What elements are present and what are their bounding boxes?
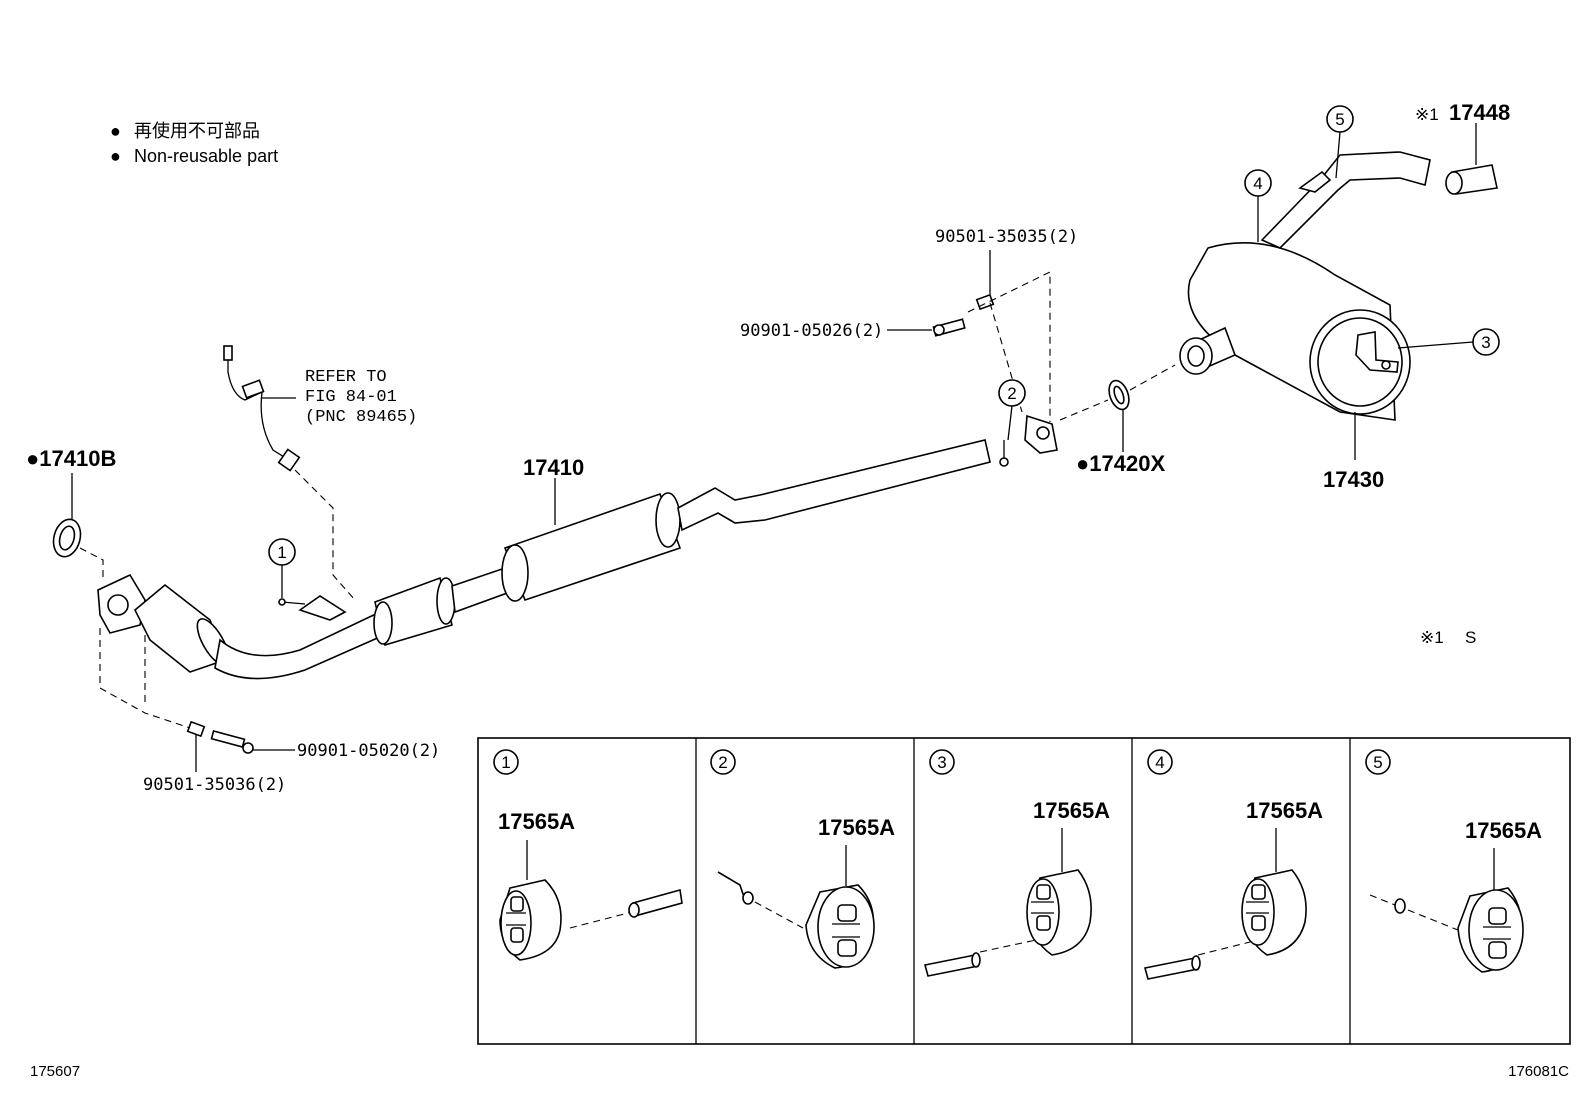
gasket-rear[interactable] [1105, 378, 1132, 452]
part-label-gasket-rear: ●17420X [1076, 451, 1165, 476]
svg-text:5: 5 [1335, 110, 1344, 129]
part-label-spring-rear: 90501-35035(2) [935, 227, 1078, 247]
detail-part-label: 17565A [498, 809, 575, 834]
tail-tip[interactable] [1445, 123, 1498, 195]
front-pipe-assembly[interactable] [97, 414, 1058, 680]
part-label-bolt-rear: 90901-05026(2) [740, 321, 883, 341]
callout-4[interactable]: 4 [1244, 169, 1272, 242]
detail-panel-2[interactable]: 2 17565A [710, 749, 895, 969]
legend-jp-label: 再使用不可部品 [134, 121, 260, 141]
detail-panel-4[interactable]: 4 17565A [1144, 749, 1323, 980]
refer-line-2: FIG 84-01 [305, 388, 397, 407]
tail-muffler[interactable] [1179, 151, 1431, 460]
footer-right-code: 176081C [1508, 1063, 1569, 1080]
detail-panel-5[interactable]: 5 17565A [1365, 749, 1542, 973]
detail-part-label: 17565A [1033, 798, 1110, 823]
part-label-tail-tip: 17448 [1449, 100, 1510, 125]
callout-1[interactable]: 1 [268, 538, 296, 598]
gasket-front[interactable] [50, 473, 85, 560]
svg-text:2: 2 [1007, 384, 1016, 403]
footer-left-code: 175607 [30, 1063, 80, 1080]
rubber-hanger-icon [1241, 869, 1307, 956]
tail-tip-note-mark: ※1 [1415, 105, 1439, 124]
callout-3[interactable]: 3 [1397, 328, 1500, 356]
oxygen-sensor[interactable] [223, 345, 301, 472]
part-label-tail-muffler: 17430 [1323, 467, 1384, 492]
part-label-front-pipe: 17410 [523, 455, 584, 480]
svg-text:1: 1 [277, 543, 286, 562]
legend: ● 再使用不可部品 ● Non-reusable part [110, 121, 278, 166]
refer-line-3: (PNC 89465) [305, 408, 417, 427]
detail-part-label: 17565A [1465, 818, 1542, 843]
part-label-spring-front: 90501-35036(2) [143, 775, 286, 795]
detail-part-label: 17565A [1246, 798, 1323, 823]
svg-text:3: 3 [1481, 333, 1490, 352]
legend-en-label: Non-reusable part [134, 146, 278, 166]
detail-panel-number: 3 [937, 753, 946, 772]
detail-panel-number: 1 [501, 753, 510, 772]
rubber-hanger-icon [805, 884, 875, 969]
detail-part-label: 17565A [818, 815, 895, 840]
svg-text:4: 4 [1253, 174, 1262, 193]
detail-panel-3[interactable]: 3 17565A [924, 749, 1110, 977]
note-mark: ※1 [1420, 628, 1444, 647]
part-label-bolt-front: 90901-05020(2) [297, 741, 440, 761]
rubber-hanger-icon [1026, 869, 1092, 956]
rear-fasteners[interactable] [887, 250, 1051, 422]
legend-marker: ● [110, 121, 121, 141]
refer-line-1: REFER TO [305, 368, 387, 387]
note-text: S [1465, 628, 1476, 647]
rubber-hanger-icon [1457, 887, 1524, 973]
callout-5[interactable]: 5 [1326, 105, 1354, 179]
detail-panel-1[interactable]: 1 17565A [493, 749, 683, 961]
legend-marker: ● [110, 146, 121, 166]
rubber-hanger-icon [499, 879, 562, 961]
detail-panels [477, 737, 1571, 1045]
detail-panel-number: 2 [718, 753, 727, 772]
callout-2[interactable]: 2 [998, 379, 1026, 441]
detail-panel-number: 5 [1373, 753, 1382, 772]
detail-panel-number: 4 [1155, 753, 1164, 772]
front-fasteners[interactable] [99, 628, 295, 772]
part-label-gasket-front: ●17410B [26, 446, 116, 471]
